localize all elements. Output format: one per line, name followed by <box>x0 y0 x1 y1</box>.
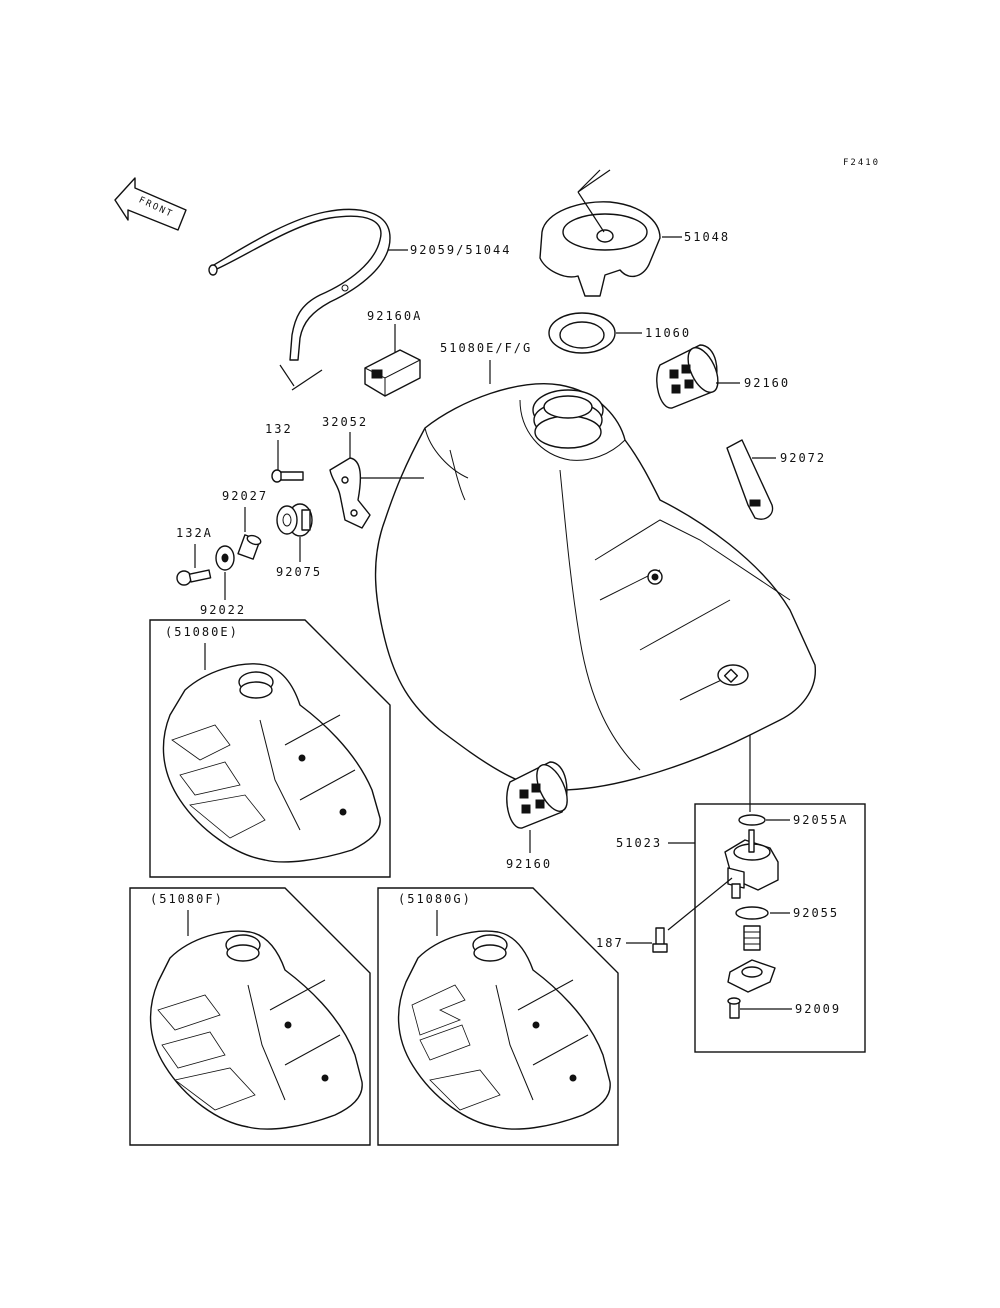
callout-bolt-132a: 132A <box>176 526 213 540</box>
cock-lever-plate <box>727 959 776 993</box>
callout-washer: 92022 <box>200 603 246 617</box>
tank-strap <box>726 439 774 520</box>
callout-cock-assy: 51023 <box>616 836 662 850</box>
fuel-cock-box <box>694 803 866 1053</box>
damper-top <box>656 344 719 409</box>
stay-bracket <box>329 457 371 529</box>
callout-bolt-132: 132 <box>265 422 293 436</box>
callout-tank: 51080E/F/G <box>440 341 532 355</box>
filter-spring <box>743 925 761 951</box>
fuel-cock <box>724 829 779 899</box>
collar <box>237 534 262 560</box>
callout-damper-bottom: 92160 <box>506 857 552 871</box>
cap-gasket <box>548 312 616 354</box>
callout-gasket: 11060 <box>645 326 691 340</box>
damper-bottom <box>506 761 568 829</box>
variant-g-label: (51080G) <box>398 892 472 906</box>
variant-f-box: (51080F) <box>129 887 371 1146</box>
figure-code: F2410 <box>843 158 880 168</box>
variant-g-box: (51080G) <box>377 887 619 1146</box>
bolt-132 <box>271 469 304 483</box>
variant-e-label: (51080E) <box>165 625 239 639</box>
callout-strap: 92072 <box>780 451 826 465</box>
bolt-132a <box>176 569 212 586</box>
bolt-187 <box>652 927 668 953</box>
fuel-tank <box>374 383 816 791</box>
rubber-block <box>364 349 421 397</box>
variant-g-tank <box>397 930 611 1130</box>
oring <box>735 906 769 920</box>
callout-bracket-rubber: 92160A <box>367 309 422 323</box>
washer <box>215 545 235 571</box>
callout-collar: 92027 <box>222 489 268 503</box>
callout-damper-top: 92160 <box>744 376 790 390</box>
variant-e-tank <box>162 663 381 863</box>
callout-fuel-line: 92059/51044 <box>410 243 511 257</box>
callout-stay: 32052 <box>322 415 368 429</box>
callout-cap: 51048 <box>684 230 730 244</box>
variant-f-tank <box>149 930 363 1130</box>
callout-screw: 92009 <box>795 1002 841 1016</box>
variant-f-label: (51080F) <box>150 892 224 906</box>
callout-oring-a: 92055A <box>793 813 848 827</box>
oring-a <box>738 814 766 826</box>
screw <box>727 997 741 1019</box>
damper-grommet <box>276 503 313 537</box>
callout-damper-grommet: 92075 <box>276 565 322 579</box>
fuel-cap <box>539 169 661 297</box>
fuel-line-hose <box>208 208 391 391</box>
callout-oring: 92055 <box>793 906 839 920</box>
front-arrow-icon: FRONT <box>114 177 187 231</box>
callout-bolt-187: 187 <box>596 936 624 950</box>
variant-e-box: (51080E) <box>149 619 391 878</box>
